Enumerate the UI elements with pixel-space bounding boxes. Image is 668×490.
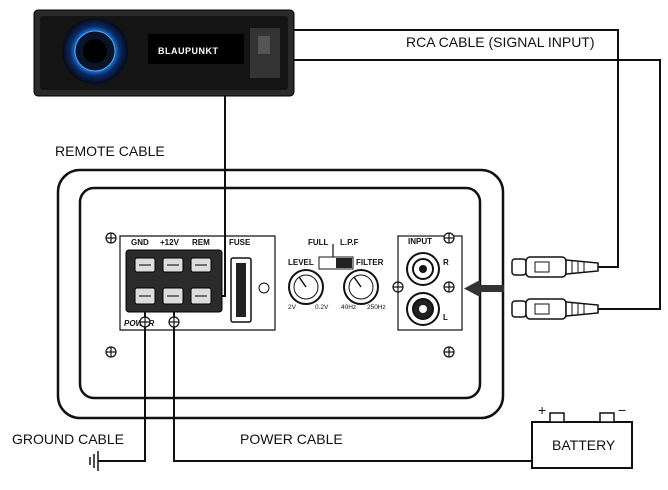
filter-max-label: 250Hz [367,304,386,311]
v12-label: +12V [160,238,180,247]
level-min-label: 2V [288,304,297,311]
input-l-label: L [443,313,448,322]
battery-icon: + − BATTERY [531,402,633,469]
power-label: POWER [124,319,154,328]
lpf-label: L.P.F [340,238,359,247]
gnd-label: GND [131,238,149,247]
level-max-label: 0.2V [315,304,329,311]
fuse-label: FUSE [229,238,251,247]
rca-jack-left-icon[interactable] [406,292,440,326]
rca-jack-right-icon[interactable] [406,252,440,286]
rca-plug-top-icon [511,256,599,278]
filter-label: FILTER [356,258,384,267]
battery-plus-label: + [538,402,546,418]
head-unit-brand: BLAUPUNKT [158,46,219,56]
screw-icons [105,232,455,358]
rem-label: REM [192,238,210,247]
filter-knob[interactable] [343,269,379,305]
head-unit-display [148,34,244,64]
input-panel: INPUT R L [397,235,463,331]
ground-cable-wire [98,296,146,462]
ground-symbol-icon [89,451,99,471]
head-unit: BLAUPUNKT [33,9,295,97]
input-label: INPUT [408,237,432,246]
filter-min-label: 40Hz [341,304,356,311]
terminal-screws [134,257,212,305]
amplifier-housing [56,168,505,420]
level-label: LEVEL [288,258,314,267]
terminal-panel: GND +12V REM FUSE POWER [119,235,276,331]
battery-minus-label: − [618,402,626,418]
ground-cable-label: GROUND CABLE [12,431,124,447]
rca-plug-bottom-icon [511,298,599,320]
battery-label: BATTERY [552,437,616,453]
level-knob[interactable] [288,269,324,305]
full-label: FULL [308,238,329,247]
input-r-label: R [443,258,449,267]
power-cable-label: POWER CABLE [240,431,343,447]
rca-cable-top-wire [294,29,619,268]
rca-cable-bottom-wire [294,59,661,310]
input-arrow-icon [464,280,504,297]
rca-cable-label: RCA CABLE (SIGNAL INPUT) [406,34,595,50]
controls-panel: FULL L.P.F LEVEL FILTER 2V 0.2V 40Hz 250… [288,238,386,311]
remote-cable-label: REMOTE CABLE [55,143,165,159]
